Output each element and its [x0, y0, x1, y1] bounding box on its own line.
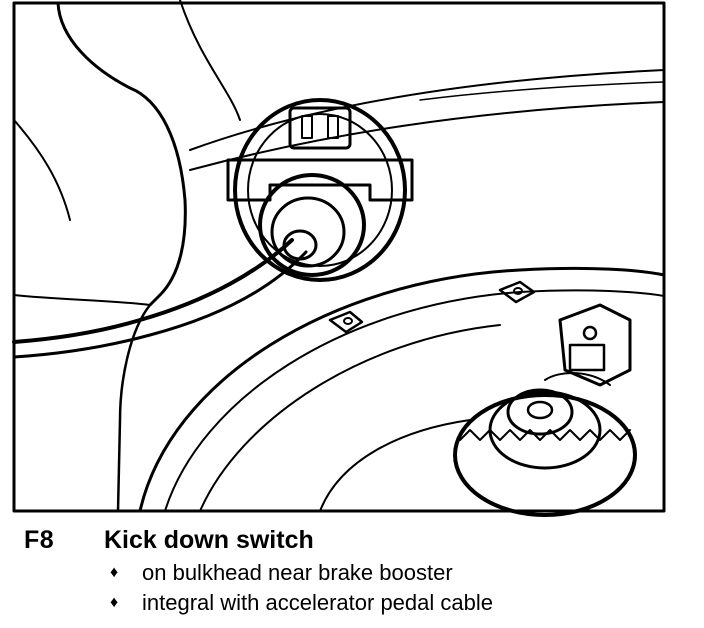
figure-caption: F8 Kick down switch ♦ on bulkhead near b…	[0, 522, 704, 628]
bulkhead-line-1	[189, 69, 665, 151]
retaining-tab-2-hole	[513, 287, 523, 295]
reservoir-cap-center	[526, 400, 554, 420]
left-panel-curve	[56, 1, 187, 307]
diamond-bullet-icon: ♦	[110, 564, 119, 581]
reservoir-cap-top	[506, 388, 574, 436]
accelerator-cable	[12, 238, 294, 344]
connector-pin-2	[327, 115, 339, 139]
booster-rim-outer	[138, 266, 666, 513]
accelerator-cable-edge	[12, 250, 308, 359]
sensor-housing	[558, 303, 632, 387]
figure-title: Kick down switch	[104, 526, 314, 554]
sensor-base	[544, 372, 611, 386]
diamond-bullet-icon: ♦	[110, 594, 119, 611]
switch-housing-inner	[247, 113, 393, 267]
left-panel-edge	[179, 0, 241, 121]
bullet-item: ♦ on bulkhead near brake booster	[104, 558, 493, 588]
bulkhead-line-3	[419, 81, 665, 101]
booster-dome	[319, 419, 471, 512]
sensor-screw	[582, 325, 598, 341]
figure-code: F8	[24, 526, 55, 554]
illustration-svg	[12, 0, 666, 517]
bullet-text: on bulkhead near brake booster	[142, 560, 453, 585]
left-panel-lower	[116, 303, 152, 513]
booster-rim-inner-2	[199, 324, 501, 512]
clamp-bracket	[226, 158, 414, 202]
technical-illustration	[12, 0, 666, 517]
connector-socket	[288, 106, 352, 150]
rubber-boot-outer	[258, 173, 366, 277]
retaining-tab-1	[328, 310, 364, 334]
sensor-connector	[568, 343, 606, 372]
left-panel-seam	[13, 294, 151, 306]
booster-rim-inner	[164, 289, 665, 512]
retaining-tab-1-hole	[343, 317, 353, 325]
figure-frame	[12, 1, 666, 513]
reservoir-cap-inner	[488, 390, 602, 470]
switch-housing	[233, 98, 407, 282]
retaining-tab-2	[498, 280, 536, 304]
reservoir-cap-outer	[453, 393, 637, 517]
bullet-text: integral with accelerator pedal cable	[142, 590, 493, 615]
left-panel-line	[13, 119, 71, 221]
connector-pin-1	[301, 115, 313, 139]
bullet-list: ♦ on bulkhead near brake booster ♦ integ…	[104, 558, 493, 618]
bulkhead-line-2	[189, 101, 665, 171]
bullet-item: ♦ integral with accelerator pedal cable	[104, 588, 493, 618]
rubber-boot-inner	[270, 196, 346, 268]
